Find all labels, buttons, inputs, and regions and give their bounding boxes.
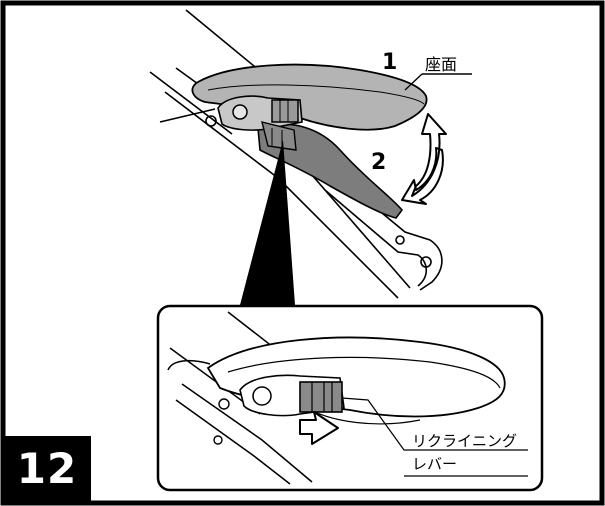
recline-lever-detail	[299, 381, 343, 413]
seat-surface	[191, 63, 428, 131]
curved-double-arrow-icon	[401, 113, 447, 205]
recline-lever-label-line1: リクライニング	[412, 432, 518, 450]
lever-leader-line	[341, 397, 528, 451]
seat-edge-line	[207, 84, 425, 105]
lever-bracket	[261, 121, 297, 151]
detail-inset	[156, 304, 544, 492]
hinge-bolt	[232, 104, 248, 120]
step-1-label: 1	[382, 50, 398, 75]
zoom-pointer	[240, 140, 295, 305]
step-number-badge: 12	[3, 436, 91, 502]
push-arrow-icon	[299, 411, 339, 445]
recline-lever-upper	[271, 99, 299, 123]
recline-lever-label-line2: レバー	[412, 455, 458, 473]
step-2-label: 2	[371, 150, 387, 175]
seat-label: 座面	[425, 55, 458, 74]
hinge-bolt-detail	[252, 386, 272, 406]
